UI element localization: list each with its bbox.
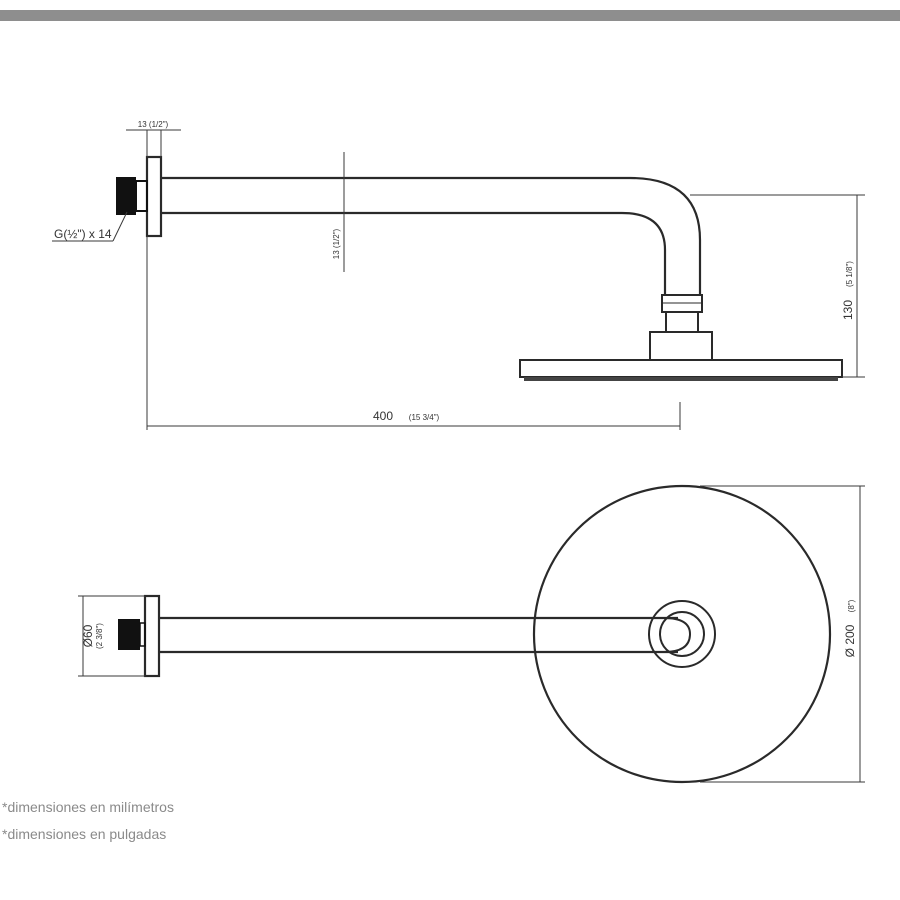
top-connector-outer	[648, 600, 716, 668]
side-arm-inner	[161, 211, 667, 295]
height-mm-label: 130	[841, 300, 855, 320]
top-connector-inner	[659, 611, 705, 657]
diameter-mm-label: Ø 200	[843, 624, 857, 657]
top-wall-flange	[143, 594, 161, 678]
diameter-in-label: (8")	[847, 599, 856, 612]
length-in-label: (15 3/4")	[409, 413, 440, 422]
side-arm-outer	[161, 176, 702, 295]
side-thread-neck	[135, 180, 148, 212]
note-inches: *dimensiones en pulgadas	[2, 826, 167, 842]
flange-in-label: (2 3/8")	[95, 623, 104, 649]
height-in-label: (5 1/8")	[845, 261, 854, 287]
side-shower-head	[519, 359, 843, 378]
top-view	[78, 484, 865, 784]
length-mm-label: 400	[373, 409, 393, 423]
side-thread-connector	[116, 177, 136, 215]
top-shower-head	[532, 484, 832, 784]
note-millimeters: *dimensiones en milímetros	[2, 799, 174, 815]
pipe-mid-label: 13 (1/2")	[332, 228, 341, 259]
flange-mm-label: Ø60	[81, 624, 95, 647]
top-bar	[0, 10, 900, 21]
side-head-connector	[649, 331, 713, 361]
side-shower-nozzles	[524, 377, 838, 381]
top-thread-connector	[118, 619, 140, 650]
side-wall-flange	[145, 155, 163, 238]
thread-label: G(½") x 14	[54, 227, 112, 241]
side-view	[52, 129, 865, 430]
pipe-top-label: 13 (1/2")	[138, 120, 169, 129]
